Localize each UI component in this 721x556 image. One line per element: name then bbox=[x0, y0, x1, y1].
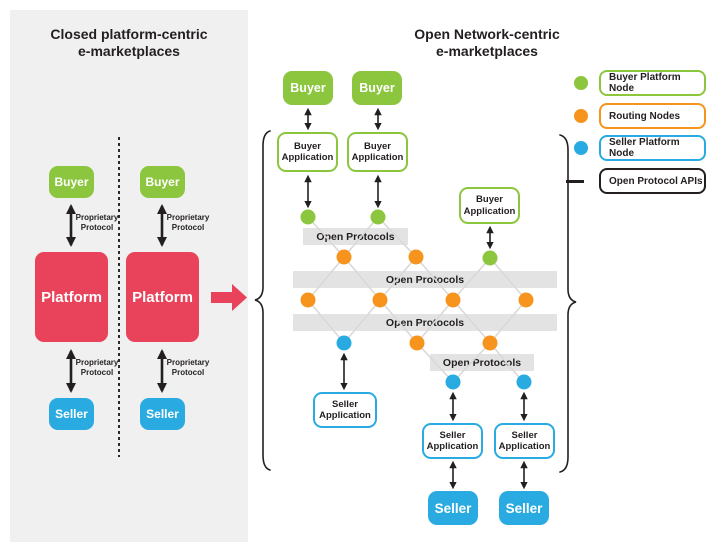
prop-line1: Proprietary bbox=[75, 213, 119, 222]
legend-open-protocol-box: Open Protocol APIs bbox=[599, 168, 706, 194]
closed-buyer-box-1: Buyer bbox=[49, 166, 94, 198]
seller-app-line2: Application bbox=[319, 410, 371, 421]
prop-line1: Proprietary bbox=[166, 213, 210, 222]
seller-platform-node bbox=[516, 374, 532, 390]
legend-buyer-node-dot bbox=[574, 76, 588, 90]
open-protocols-bar-1: Open Protocols bbox=[303, 228, 408, 245]
buyer-platform-node bbox=[482, 250, 498, 266]
buyer-app-line1: Buyer bbox=[364, 140, 391, 152]
buyer-app-line2: Application bbox=[463, 205, 516, 217]
legend-seller-node-box: Seller Platform Node bbox=[599, 135, 706, 161]
closed-seller-label-2: Seller bbox=[146, 407, 179, 421]
legend-open-protocol-line-icon bbox=[566, 180, 584, 183]
routing-node bbox=[409, 335, 425, 351]
legend-seller-node-dot bbox=[574, 141, 588, 155]
proprietary-protocol-label-2: Proprietary Protocol bbox=[166, 213, 210, 232]
buyer-platform-node bbox=[370, 209, 386, 225]
left-brace bbox=[254, 130, 271, 471]
closed-platform-label-2: Platform bbox=[132, 288, 193, 306]
seller-app-line2: Application bbox=[498, 441, 551, 452]
closed-platform-box-1: Platform bbox=[35, 252, 108, 342]
buyer-app-line1: Buyer bbox=[294, 140, 321, 152]
buyer-application-box-1: Buyer Application bbox=[277, 132, 338, 172]
closed-buyer-label-2: Buyer bbox=[145, 175, 180, 189]
open-buyer-box-1: Buyer bbox=[283, 71, 333, 105]
open-protocols-label: Open Protocols bbox=[316, 230, 395, 243]
routing-node bbox=[372, 292, 388, 308]
closed-seller-box-1: Seller bbox=[49, 398, 94, 430]
open-protocols-bar-2: Open Protocols bbox=[293, 271, 557, 288]
open-seller-box-2: Seller bbox=[499, 491, 549, 525]
legend-routing-node-box: Routing Nodes bbox=[599, 103, 706, 129]
open-seller-box-1: Seller bbox=[428, 491, 478, 525]
routing-node bbox=[408, 249, 424, 265]
closed-title-line1: Closed platform-centric bbox=[50, 26, 208, 42]
closed-platform-box-2: Platform bbox=[126, 252, 199, 342]
open-protocols-bar-4: Open Protocols bbox=[430, 354, 534, 371]
buyer-application-box-2: Buyer Application bbox=[347, 132, 408, 172]
buyer-app-line2: Application bbox=[281, 152, 334, 163]
prop-line2: Protocol bbox=[171, 367, 205, 377]
prop-line2: Protocol bbox=[171, 222, 205, 232]
proprietary-protocol-label-1: Proprietary Protocol bbox=[75, 213, 119, 232]
seller-app-line1: Seller bbox=[439, 429, 466, 441]
routing-node bbox=[445, 292, 461, 308]
closed-seller-box-2: Seller bbox=[140, 398, 185, 430]
open-protocols-bar-3: Open Protocols bbox=[293, 314, 557, 331]
open-protocols-label: Open Protocols bbox=[442, 356, 522, 369]
seller-platform-node bbox=[336, 335, 352, 351]
buyer-application-box-3: Buyer Application bbox=[459, 187, 520, 224]
seller-platform-node bbox=[445, 374, 461, 390]
routing-node bbox=[300, 292, 316, 308]
prop-line2: Protocol bbox=[80, 222, 114, 232]
prop-line2: Protocol bbox=[80, 367, 114, 377]
seller-application-box-2: Seller Application bbox=[422, 423, 483, 459]
open-network-arrows bbox=[304, 107, 528, 490]
legend-label: Buyer Platform Node bbox=[609, 72, 681, 94]
routing-node bbox=[518, 292, 534, 308]
open-title-line2: e-marketplaces bbox=[436, 43, 538, 59]
legend-buyer-node-box: Buyer Platform Node bbox=[599, 70, 706, 96]
closed-platform-label-1: Platform bbox=[41, 288, 102, 306]
legend-label: Open Protocol APIs bbox=[609, 175, 703, 187]
buyer-platform-node bbox=[300, 209, 316, 225]
open-protocols-label: Open Protocols bbox=[385, 316, 465, 329]
open-seller-label-1: Seller bbox=[434, 500, 472, 516]
prop-line1: Proprietary bbox=[75, 358, 119, 367]
seller-app-line2: Application bbox=[426, 441, 479, 452]
legend-label: Seller Platform Node bbox=[609, 137, 680, 159]
seller-app-line1: Seller bbox=[511, 429, 538, 441]
seller-application-box-1: Seller Application bbox=[313, 392, 377, 428]
seller-application-box-3: Seller Application bbox=[494, 423, 555, 459]
legend-routing-node-dot bbox=[574, 109, 588, 123]
open-buyer-label-1: Buyer bbox=[290, 81, 326, 95]
routing-node bbox=[336, 249, 352, 265]
proprietary-protocol-label-3: Proprietary Protocol bbox=[75, 358, 119, 377]
right-brace bbox=[559, 134, 577, 473]
closed-buyer-box-2: Buyer bbox=[140, 166, 185, 198]
panel-divider-dashed-line bbox=[118, 137, 120, 457]
buyer-app-line1: Buyer bbox=[476, 194, 503, 205]
seller-app-line1: Seller bbox=[332, 398, 358, 410]
open-seller-label-2: Seller bbox=[505, 500, 543, 516]
buyer-app-line2: Application bbox=[351, 152, 404, 163]
proprietary-protocol-label-4: Proprietary Protocol bbox=[166, 358, 210, 377]
closed-seller-label-1: Seller bbox=[55, 407, 88, 421]
open-buyer-label-2: Buyer bbox=[359, 81, 395, 95]
closed-buyer-label-1: Buyer bbox=[54, 175, 89, 189]
routing-node bbox=[482, 335, 498, 351]
open-buyer-box-2: Buyer bbox=[352, 71, 402, 105]
open-panel-title: Open Network-centric e-marketplaces bbox=[367, 26, 607, 60]
legend-label: Routing Nodes bbox=[609, 110, 681, 122]
closed-title-line2: e-marketplaces bbox=[78, 43, 180, 59]
open-protocols-label: Open Protocols bbox=[385, 273, 465, 286]
open-title-line1: Open Network-centric bbox=[414, 26, 560, 42]
prop-line1: Proprietary bbox=[166, 358, 210, 367]
closed-panel-title: Closed platform-centric e-marketplaces bbox=[10, 26, 248, 60]
